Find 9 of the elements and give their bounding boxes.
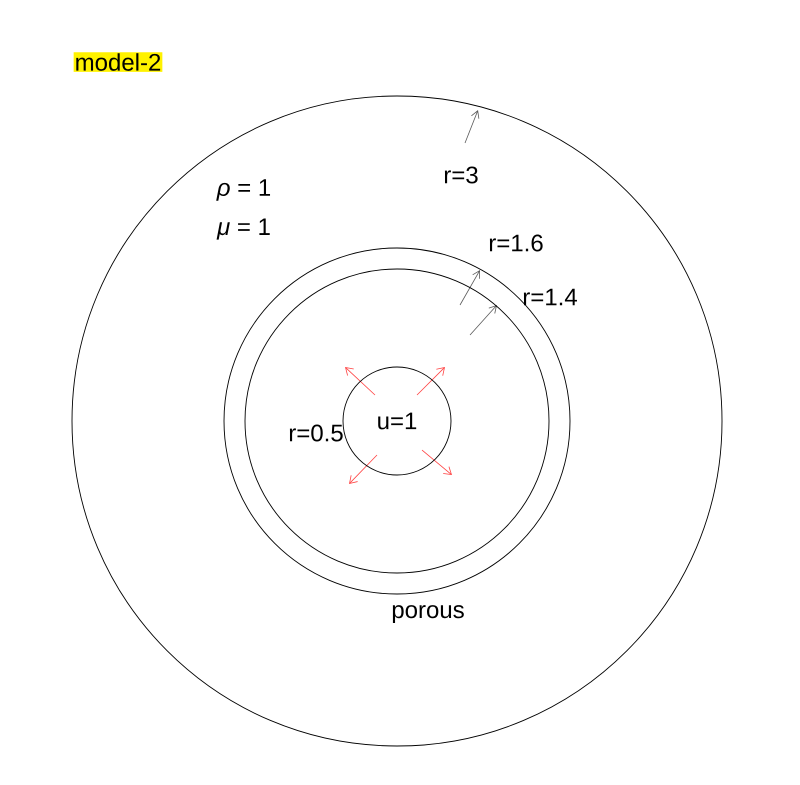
radius-label: r=0.5	[290, 424, 343, 442]
property-label: μ = 1	[216, 218, 270, 240]
circle-boundary	[72, 96, 722, 746]
radius-label: r=3	[444, 166, 478, 184]
radius-label: r=1.4	[524, 288, 577, 306]
region-label: porous	[392, 605, 464, 623]
property-label: ρ = 1	[216, 179, 270, 201]
radius-label: r=1.6	[490, 234, 543, 252]
title-tag: model-2	[74, 52, 162, 72]
